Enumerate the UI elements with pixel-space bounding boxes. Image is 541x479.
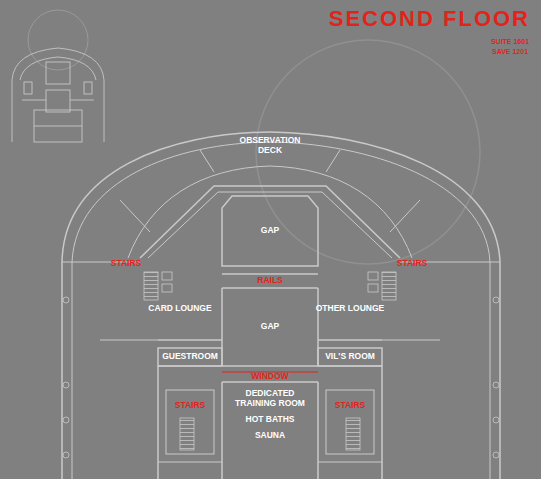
stairs-label: STAIRS (397, 259, 428, 269)
window-label: WINDOW (251, 372, 288, 382)
vil-room: VIL'S ROOM (319, 349, 381, 365)
stairs-label: STAIRS (335, 401, 366, 411)
room-name: HOT BATHS (246, 415, 295, 425)
room-name: GAP (261, 322, 279, 332)
room-name: GAP (261, 226, 279, 236)
stairs-label: STAIRS (175, 401, 206, 411)
save-number: SAVE 1201 (492, 48, 528, 56)
gap-area: GAP (224, 290, 316, 364)
room-name: DEDICATED TRAINING ROOM (226, 389, 314, 409)
gap-area: GAP (224, 198, 316, 264)
suite-number: SUITE 1601 (491, 38, 529, 46)
training-room: DEDICATED TRAINING ROOM HOT BATHS SAUNA (224, 383, 316, 447)
guest-room: GUESTROOM (159, 349, 221, 365)
room-name: SAUNA (255, 431, 285, 441)
floor-title: SECOND FLOOR (329, 6, 530, 32)
stairs-label: STAIRS (111, 259, 142, 269)
room-name: OTHER LOUNGE (316, 304, 384, 314)
room-name: CARD LOUNGE (148, 304, 211, 314)
room-name: GUESTROOM (162, 352, 218, 362)
rails-label: RAILS (257, 276, 283, 286)
deck-name: OBSERVATION DECK (235, 136, 305, 156)
room-name: VIL'S ROOM (325, 352, 375, 362)
